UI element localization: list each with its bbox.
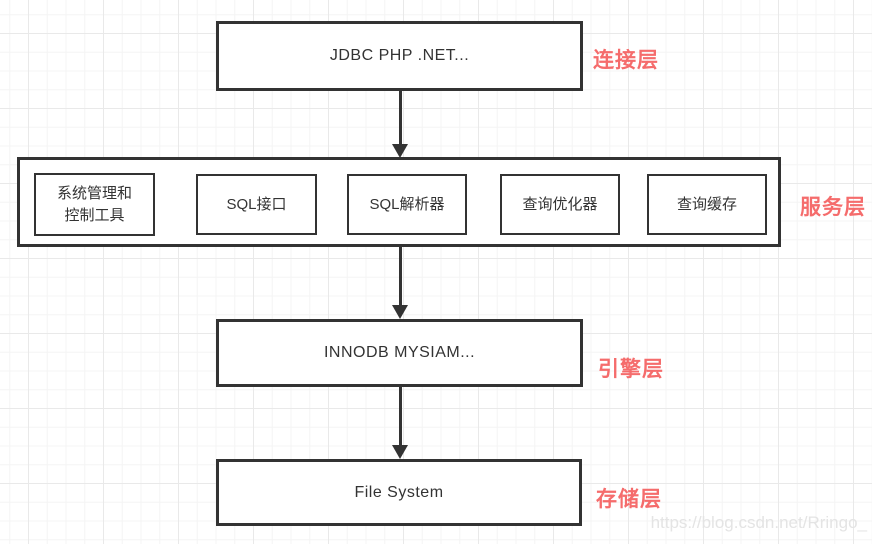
service-component-label-line1: 系统管理和	[56, 184, 132, 202]
service-component-admin-tools: 系统管理和 控制工具	[34, 173, 155, 236]
arrow-line	[399, 247, 402, 307]
engine-layer-box: INNODB MYSIAM...	[216, 319, 583, 387]
service-component-query-cache: 查询缓存	[647, 174, 767, 235]
arrow-head-icon	[392, 445, 408, 459]
service-component-label: 查询优化器	[522, 195, 598, 213]
csdn-watermark: https://blog.csdn.net/Rringo_	[650, 513, 867, 532]
storage-layer-box: File System	[216, 459, 582, 526]
connection-layer-box: JDBC PHP .NET...	[216, 21, 583, 91]
service-component-sql-interface: SQL接口	[196, 174, 317, 235]
arrow-line	[399, 91, 402, 146]
service-layer-box: 系统管理和 控制工具 SQL接口 SQL解析器 查询优化器 查询缓存	[17, 157, 781, 247]
engine-layer-tag: 引擎层	[598, 358, 664, 381]
arrow-head-icon	[392, 144, 408, 158]
service-component-label: 查询缓存	[676, 195, 737, 213]
storage-layer-box-label: File System	[354, 483, 444, 501]
service-component-label: SQL解析器	[369, 195, 445, 213]
service-component-label-line2: 控制工具	[64, 206, 125, 224]
connection-layer-box-label: JDBC PHP .NET...	[329, 47, 470, 64]
arrow-line	[399, 387, 402, 447]
service-component-label: SQL接口	[226, 195, 287, 213]
storage-layer-tag: 存储层	[596, 488, 662, 511]
arrow-connection-to-service-icon	[392, 91, 409, 158]
arrow-engine-to-storage-icon	[392, 387, 409, 459]
connection-layer-tag: 连接层	[593, 49, 659, 72]
service-layer-tag: 服务层	[800, 196, 866, 219]
arrow-head-icon	[392, 305, 408, 319]
arrow-service-to-engine-icon	[392, 247, 409, 319]
service-component-sql-parser: SQL解析器	[347, 174, 467, 235]
engine-layer-box-label: INNODB MYSIAM...	[323, 344, 476, 361]
service-component-query-optimizer: 查询优化器	[500, 174, 620, 235]
